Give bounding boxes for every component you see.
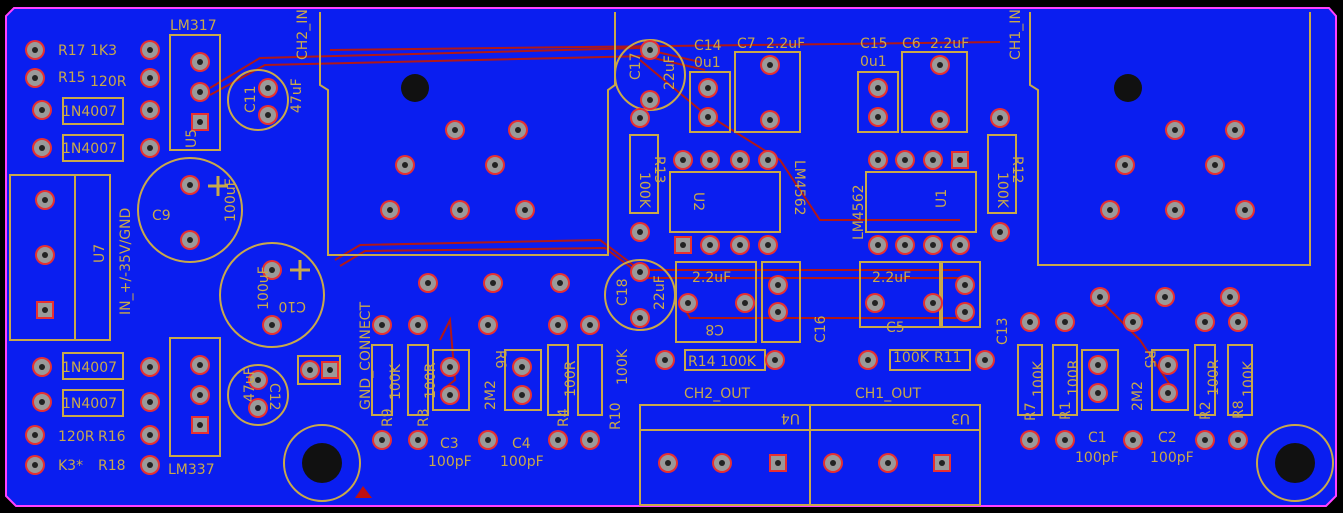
r1-value: 100R [1066,359,1082,396]
c2-label: C2 [1158,430,1177,446]
c18-label: C18 [615,278,631,306]
r2-label: R2 [1198,401,1214,420]
c6-value: 2.2uF [930,36,969,52]
u2-label: U2 [690,192,706,211]
r6-label: R6 [492,350,508,369]
c5-value: 2.2uF [872,270,911,286]
c16-label: C16 [813,315,829,343]
r3-label: R3 [416,408,432,427]
c2-value: 100pF [1150,450,1194,466]
c15-value: 0u1 [860,54,887,70]
c4-value: 100pF [500,454,544,470]
copper-pour [5,7,1337,507]
c15-label: C15 [860,36,888,52]
r4-label: R4 [556,408,572,427]
c3-value: 100pF [428,454,472,470]
r17-label: R17 1K3 [58,43,117,59]
u5-label: U5 [184,129,200,148]
silk-labels: LM317 LM337 R17 1K3 R15 120R 1N4007 1N40… [58,9,1257,478]
c10-label: C10 [278,298,306,314]
c3-label: C3 [440,436,459,452]
gnd-label: GND_CONNECT [358,302,374,410]
c14-label: C14 [694,38,722,54]
c7-label: C7 [737,36,756,52]
mounting-holes [302,74,1315,483]
r14-label: R14 [688,354,716,370]
u7-text: IN_+/-35V/GND [118,208,134,315]
c9-label: C9 [152,208,171,224]
lm317-label: LM317 [170,18,217,34]
r8-value: 100K [1241,360,1257,397]
c11-label: C11 [243,85,259,113]
c7-value: 2.2uF [766,36,805,52]
c17-label: C17 [628,52,644,80]
r12-value: 100K [994,172,1010,209]
ch2-in-label: CH2_IN [295,9,311,60]
r16-value: 120R [58,429,95,445]
r5-value: 2M2 [1130,381,1146,411]
r18-label: R18 [98,458,126,474]
lm4562a-label: LM4562 [791,160,807,216]
r12-label: R12 [1009,156,1025,184]
r4-value: 100R [563,360,579,397]
polarity-marks [208,176,310,280]
corner-marker [355,486,372,498]
r7-label: R7 [1023,402,1039,421]
r8-label: R8 [1231,400,1247,419]
r1-label: R1 [1058,401,1074,420]
d2-label: 1N4007 [62,141,117,157]
r15-value: 120R [90,74,127,90]
c13-label: C13 [995,317,1011,345]
c1-value: 100pF [1075,450,1119,466]
r3-value: 100R [423,362,439,399]
r2-value: 100R [1206,359,1222,396]
c17-value: 22uF [662,55,678,90]
r14-value: 100K [720,354,757,370]
lm4562b-label: LM4562 [851,184,867,240]
c8-value: 2.2uF [692,270,731,286]
r9-value: 100K [388,363,404,400]
r16-label: R16 [98,429,126,445]
u4-label: U4 [781,410,800,426]
d1-label: 1N4007 [62,104,117,120]
u1-label: U1 [934,189,950,208]
c12-value: 47uF [242,367,258,402]
r11-label: R11 [934,350,962,366]
c10-value: 100uF [256,266,272,310]
r9-label: R9 [380,408,396,427]
c1-label: C1 [1088,430,1107,446]
c11-value: 47uF [289,78,305,113]
c14-value: 0u1 [694,55,721,71]
r6-value: 2M2 [483,380,499,410]
r5-label: R5 [1141,350,1157,369]
r13-value: 100K [636,172,652,209]
c6-label: C6 [902,36,921,52]
u3-label: U3 [951,410,970,426]
ch1-in-label: CH1_IN [1008,9,1024,60]
r13-label: R13 [651,156,667,184]
r11-value: 100K [893,350,930,366]
c18-value: 22uF [652,275,668,310]
r18-value: K3* [58,458,83,474]
r10-label: R10 [608,402,624,430]
r15-label: R15 [58,70,86,86]
d3-label: 1N4007 [62,360,117,376]
c4-label: C4 [512,436,531,452]
lm337-label: LM337 [168,462,215,478]
r7-value: 100K [1031,360,1047,397]
d4-label: 1N4007 [62,396,117,412]
c9-value: 100uF [223,178,239,222]
r10-value: 100K [615,348,631,385]
ch1-out-label: CH1_OUT [855,386,921,402]
u7-label: U7 [92,244,108,263]
ch2-out-label: CH2_OUT [684,386,750,402]
c12-label: C12 [266,383,282,411]
silkscreen [9,12,1334,506]
c8-label: C8 [705,321,724,337]
c5-label: C5 [886,320,905,336]
